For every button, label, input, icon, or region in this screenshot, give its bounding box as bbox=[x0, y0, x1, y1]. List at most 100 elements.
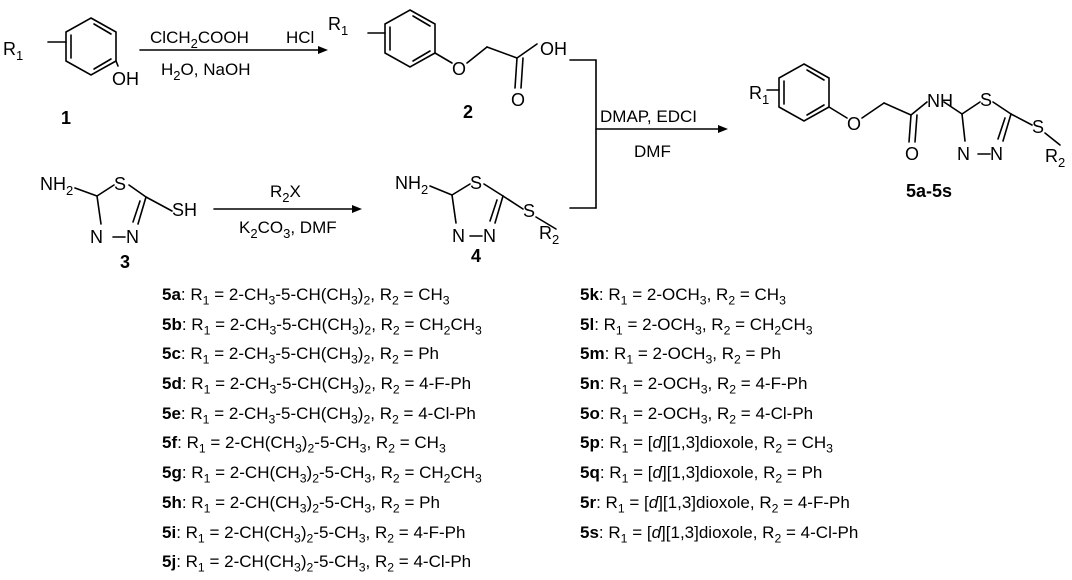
amide-nh-label: NH bbox=[927, 91, 953, 111]
legend-row-5c: 5c: R1 = 2-CH3-5-CH(CH3)2, R2 = Ph bbox=[162, 344, 439, 367]
compound-1-structure bbox=[47, 17, 119, 76]
legend-row-5b: 5b: R1 = 2-CH3-5-CH(CH3)2, R2 = CH2CH3 bbox=[162, 314, 482, 338]
reagent-dmap-edci: DMAP, EDCI bbox=[600, 107, 697, 126]
legend-r1-value: 2-CH(CH3)2-5-CH3 bbox=[224, 522, 366, 545]
legend-r2-value: 4-Cl-Ph bbox=[413, 552, 472, 572]
legend-r1-value: 2-OCH3 bbox=[647, 403, 708, 427]
legend-r2-value: CH2CH3 bbox=[419, 463, 482, 486]
legend-r1-value: 2-CH3-5-CH(CH3)2 bbox=[228, 403, 371, 427]
legend-r1-value: 2-CH(CH3)2-5-CH3 bbox=[229, 463, 372, 486]
legend-r2-value: CH3 bbox=[414, 433, 446, 456]
reagent-hcl: HCl bbox=[286, 28, 314, 47]
substituent-legend-right: 5k: R1 = 2-OCH3, R2 = CH3 5l: R1 = 2-OCH3… bbox=[580, 283, 858, 550]
legend-row-5h: 5h: R1 = 2-CH(CH3)2-5-CH3, R2 = Ph bbox=[162, 492, 440, 516]
legend-r1-value: 2-CH3-5-CH(CH3)2 bbox=[229, 314, 372, 338]
compound-4-structure bbox=[429, 183, 557, 237]
legend-r2-value: 4-F-Ph bbox=[797, 492, 850, 512]
thiol-label: SH bbox=[172, 200, 197, 220]
legend-r2-value: 4-F-Ph bbox=[413, 522, 466, 542]
reagent-dmf: DMF bbox=[634, 142, 671, 161]
reaction-scheme: R1​ OH R1​ O OH O NH2​ S SH N N NH2​ S S… bbox=[3, 9, 1065, 272]
legend-row-5i: 5i: R1 = 2-CH(CH3)2-5-CH3, R2 = 4-F-Ph bbox=[162, 522, 466, 545]
hydroxyl-label: OH bbox=[112, 69, 139, 89]
compound-3-structure bbox=[74, 184, 173, 238]
legend-row-5k: 5k: R1 = 2-OCH3, R2 = CH3 bbox=[580, 285, 786, 308]
legend-compound-id: 5k bbox=[580, 285, 599, 304]
amino-label: NH2​ bbox=[40, 174, 73, 198]
legend-r1-value: 2-CH(CH3)2-5-CH3 bbox=[225, 433, 367, 456]
legend-r2-value: 4-F-Ph bbox=[419, 374, 472, 394]
sulfur-label: S bbox=[114, 174, 126, 194]
legend-r1-value: 2-OCH3 bbox=[646, 285, 707, 308]
legend-r2-value: Ph bbox=[419, 492, 440, 512]
legend-compound-id: 5g bbox=[162, 463, 182, 483]
nitrogen-label: N bbox=[990, 144, 1003, 164]
legend-r2-value: 4-Cl-Ph bbox=[418, 403, 476, 423]
legend-r2-value: 4-F-Ph bbox=[755, 374, 808, 394]
legend-row-5n: 5n: R1 = 2-OCH3, R2 = 4-F-Ph bbox=[580, 374, 808, 397]
legend-row-5s: 5s: R1 = [d][1,3]dioxole, R2 = 4-Cl-Ph bbox=[580, 522, 859, 545]
nitrogen-label: N bbox=[90, 227, 103, 247]
nitrogen-label: N bbox=[452, 226, 465, 246]
compound-2-structure bbox=[367, 9, 538, 89]
legend-r1-value: 2-CH3-5-CH(CH3)2 bbox=[229, 374, 372, 397]
sulfur-label: S bbox=[470, 173, 482, 193]
reagent-k2co3-dmf: K2​CO3​, DMF bbox=[239, 218, 337, 241]
legend-r1-value: 2-OCH3 bbox=[652, 344, 713, 367]
legend-r2-value: 4-Cl-Ph bbox=[755, 403, 814, 423]
r1-label: R1​ bbox=[749, 83, 769, 107]
amino-label: NH2​ bbox=[395, 173, 428, 197]
legend-compound-id: 5l bbox=[580, 314, 595, 334]
legend-row-5o: 5o: R1 = 2-OCH3, R2 = 4-Cl-Ph bbox=[580, 403, 814, 427]
r2-label: R2​ bbox=[539, 223, 559, 247]
legend-compound-id: 5f bbox=[162, 433, 178, 453]
legend-compound-id: 5h bbox=[162, 492, 182, 512]
legend-row-5f: 5f: R1 = 2-CH(CH3)2-5-CH3, R2 = CH3 bbox=[162, 433, 446, 456]
nitrogen-label: N bbox=[957, 144, 970, 164]
legend-r1-value: [d][1,3]dioxole bbox=[646, 522, 753, 542]
legend-r1-value: [d][1,3]dioxole bbox=[647, 463, 754, 483]
compound-number-3: 3 bbox=[120, 252, 130, 272]
r1-label: R1​ bbox=[3, 39, 23, 63]
legend-r2-value: Ph bbox=[418, 344, 439, 364]
reagent-chloroacetic-acid: ClCH2​COOH bbox=[150, 28, 249, 51]
legend-compound-id: 5d bbox=[162, 374, 182, 394]
legend-row-5g: 5g: R1 = 2-CH(CH3)2-5-CH3, R2 = CH2CH3 bbox=[162, 463, 482, 486]
legend-r2-value: CH3 bbox=[418, 285, 450, 308]
legend-r2-value: CH2CH3 bbox=[749, 314, 813, 338]
legend-row-5r: 5r: R1 = [d][1,3]dioxole, R2 = 4-F-Ph bbox=[580, 492, 850, 516]
r2-label: R2​ bbox=[1045, 146, 1065, 170]
legend-compound-id: 5m bbox=[580, 344, 605, 364]
legend-compound-id: 5j bbox=[162, 552, 177, 572]
ether-oxygen-label: O bbox=[847, 114, 861, 134]
compound-number-1: 1 bbox=[61, 108, 71, 128]
legend-row-5p: 5p: R1 = [d][1,3]dioxole, R2 = CH3 bbox=[580, 433, 833, 456]
legend-r2-value: CH3 bbox=[754, 285, 786, 308]
legend-r1-value: 2-CH3-5-CH(CH3)2 bbox=[228, 344, 371, 367]
legend-row-5q: 5q: R1 = [d][1,3]dioxole, R2 = Ph bbox=[580, 463, 823, 486]
legend-r1-value: [d][1,3]dioxole bbox=[644, 492, 750, 512]
legend-r2-value: CH2CH3 bbox=[419, 314, 482, 338]
compound-number-5: 5a-5s bbox=[906, 181, 952, 201]
carbonyl-oxygen-label: O bbox=[511, 90, 525, 110]
legend-r2-value: CH3 bbox=[801, 433, 833, 456]
r1-label: R1​ bbox=[328, 14, 348, 38]
legend-r1-value: 2-CH(CH3)2-5-CH3 bbox=[229, 492, 372, 516]
legend-row-5d: 5d: R1 = 2-CH3-5-CH(CH3)2, R2 = 4-F-Ph bbox=[162, 374, 472, 397]
legend-r1-value: [d][1,3]dioxole bbox=[647, 433, 754, 453]
legend-compound-id: 5a bbox=[162, 285, 181, 304]
nitrogen-label: N bbox=[126, 227, 139, 247]
legend-r1-value: 2-OCH3 bbox=[647, 374, 708, 397]
legend-row-5a: 5a: R1 = 2-CH3-5-CH(CH3)2, R2 = CH3 bbox=[162, 285, 450, 308]
reagent-water-naoh: H2​O, NaOH bbox=[161, 60, 250, 83]
legend-row-5m: 5m: R1 = 2-OCH3, R2 = Ph bbox=[580, 344, 781, 367]
nitrogen-label: N bbox=[483, 226, 496, 246]
legend-r1-value: 2-OCH3 bbox=[642, 314, 702, 338]
sulfur-label: S bbox=[980, 90, 992, 110]
legend-row-5j: 5j: R1 = 2-CH(CH3)2-5-CH3, R2 = 4-Cl-Ph bbox=[162, 552, 472, 575]
compound-number-4: 4 bbox=[471, 246, 481, 266]
legend-row-5l: 5l: R1 = 2-OCH3, R2 = CH2CH3 bbox=[580, 314, 813, 338]
acid-oh-label: OH bbox=[540, 39, 567, 59]
legend-compound-id: 5q bbox=[580, 463, 600, 483]
reagent-alkyl-halide: R2​X bbox=[270, 182, 301, 205]
